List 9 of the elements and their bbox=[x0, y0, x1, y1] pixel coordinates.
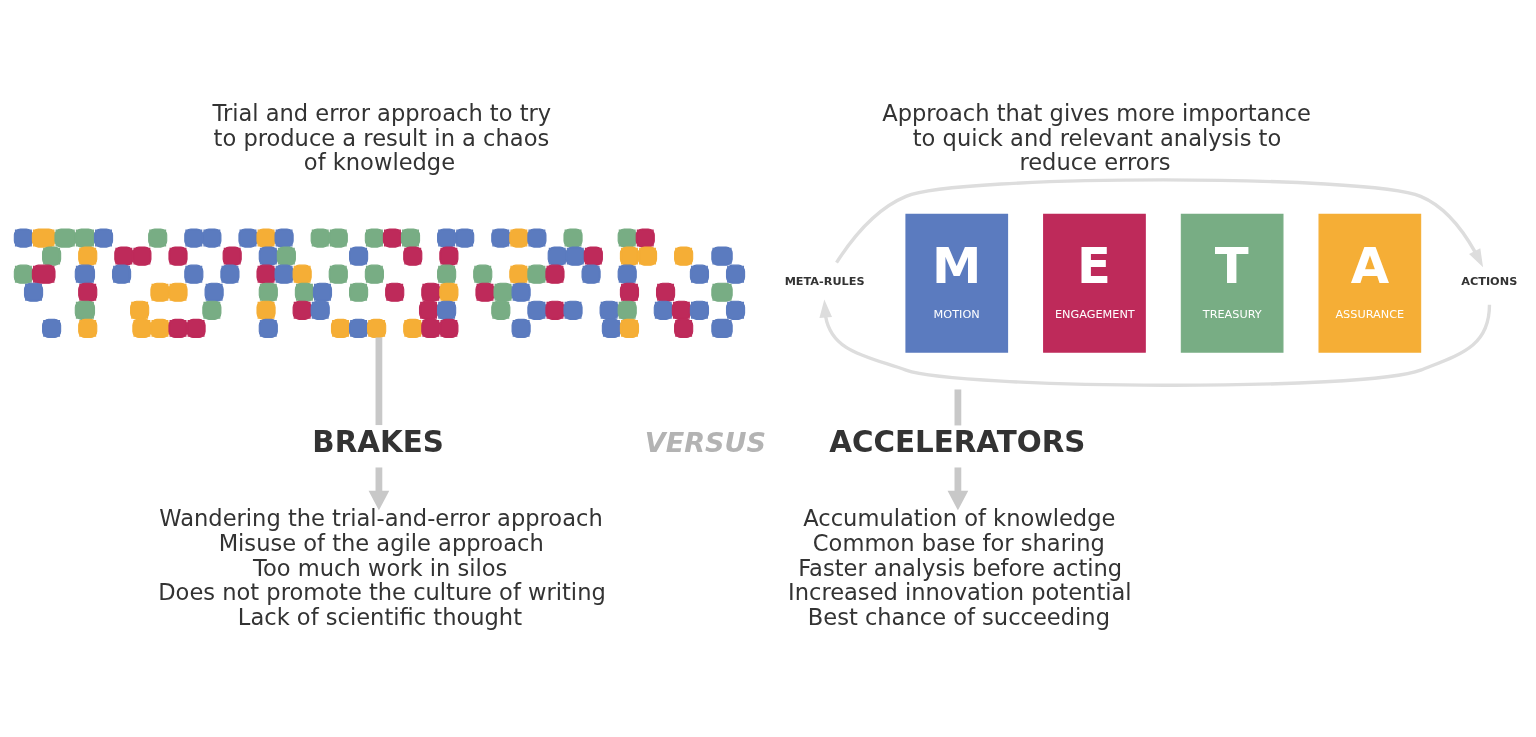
node-text: Wandering the trial-and-error approach Misuse of the agile approach Too much work in silos Does not promote the culture of writing Lack of scientific thought bbox=[158, 504, 606, 630]
node-text: ACCELERATORS bbox=[829, 424, 1086, 459]
node-text: META-RULES bbox=[784, 274, 865, 288]
node-text: ACTIONS bbox=[1461, 274, 1518, 288]
node-text: Accumulation of knowledge Common base for sharing Faster analysis before acting Increased innovation potential Best chance of succeeding bbox=[788, 504, 1132, 630]
label: VERSUS bbox=[644, 426, 766, 458]
node-text: BRAKES bbox=[312, 424, 444, 459]
node-text: Trial and error approach to try to produce a result in a chaos of knowledge bbox=[212, 99, 552, 175]
node-text: Approach that gives more importance to quick and relevant analysis to reduce errors bbox=[882, 99, 1311, 175]
